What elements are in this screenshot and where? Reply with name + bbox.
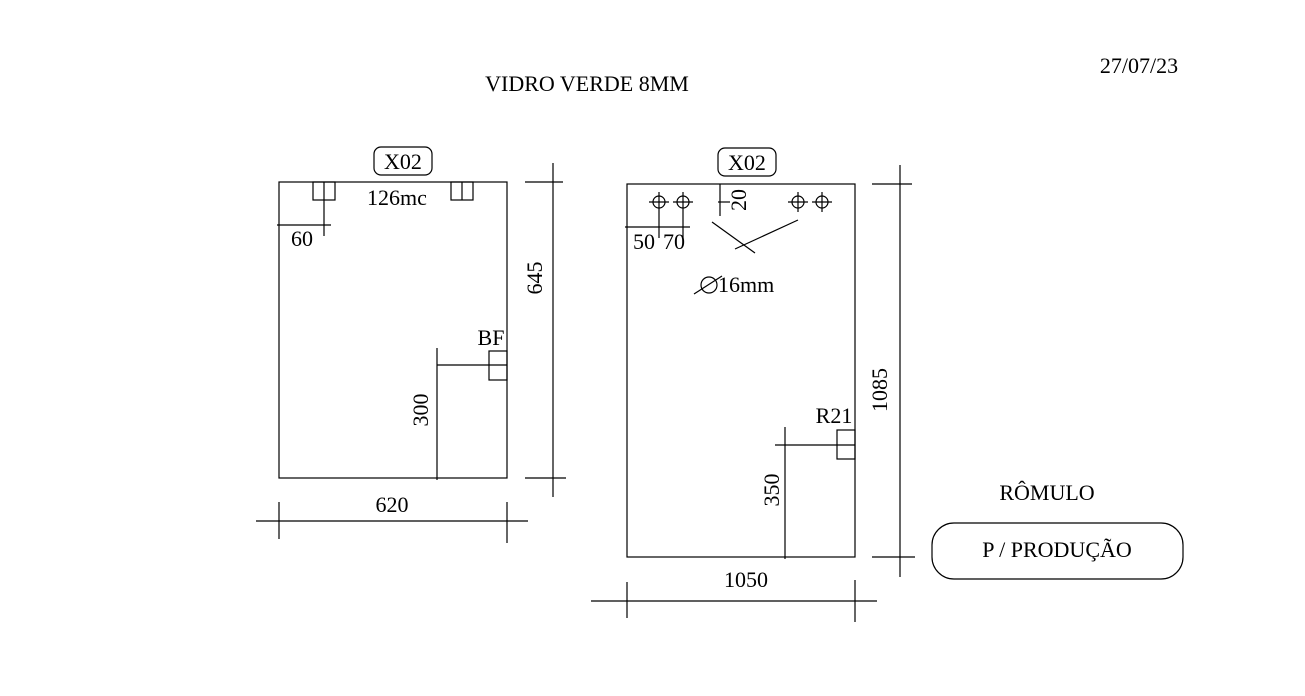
piece-left: X02 126mc 60 BF 300 645 620 — [256, 146, 566, 543]
piece-left-side-cut-height: 300 — [408, 394, 433, 427]
piece-left-width: 620 — [376, 492, 409, 517]
piece-right-width: 1050 — [724, 567, 768, 592]
piece-left-outline — [278, 181, 508, 479]
piece-right-side-cut-label: R21 — [816, 403, 853, 428]
client-name: RÔMULO — [999, 480, 1094, 505]
piece-right-hole-4 — [812, 192, 832, 212]
piece-right-hole-1 — [649, 192, 669, 212]
piece-right-leader-2 — [734, 219, 799, 250]
drawing-title: VIDRO VERDE 8MM — [485, 71, 689, 96]
piece-left-code-tag — [373, 146, 433, 176]
piece-right: X02 50 70 — [591, 147, 915, 622]
piece-left-height: 645 — [522, 262, 547, 295]
piece-right-hole-3 — [788, 192, 808, 212]
piece-left-code: X02 — [384, 149, 422, 174]
production-stamp-label: P / PRODUÇÃO — [982, 537, 1132, 562]
diameter-icon — [693, 275, 723, 295]
piece-right-height: 1085 — [867, 368, 892, 412]
piece-left-notch-offset: 60 — [291, 226, 313, 251]
piece-right-code-tag — [717, 147, 777, 177]
piece-right-side-cut-height: 350 — [759, 474, 784, 507]
piece-right-hole-offset-b: 70 — [663, 229, 685, 254]
piece-right-code: X02 — [728, 150, 766, 175]
production-stamp — [931, 522, 1184, 580]
piece-right-hole-diameter: 16mm — [718, 272, 774, 297]
piece-right-hole-offset-a: 50 — [633, 229, 655, 254]
piece-right-outline — [626, 183, 856, 558]
piece-left-side-cut-label: BF — [478, 325, 505, 350]
drawing-date: 27/07/23 — [1100, 53, 1178, 78]
piece-left-notch-label: 126mc — [367, 185, 427, 210]
piece-right-leader-1 — [711, 221, 756, 254]
piece-right-hole-2 — [673, 192, 693, 212]
piece-right-hole-top-offset: 20 — [726, 189, 751, 211]
